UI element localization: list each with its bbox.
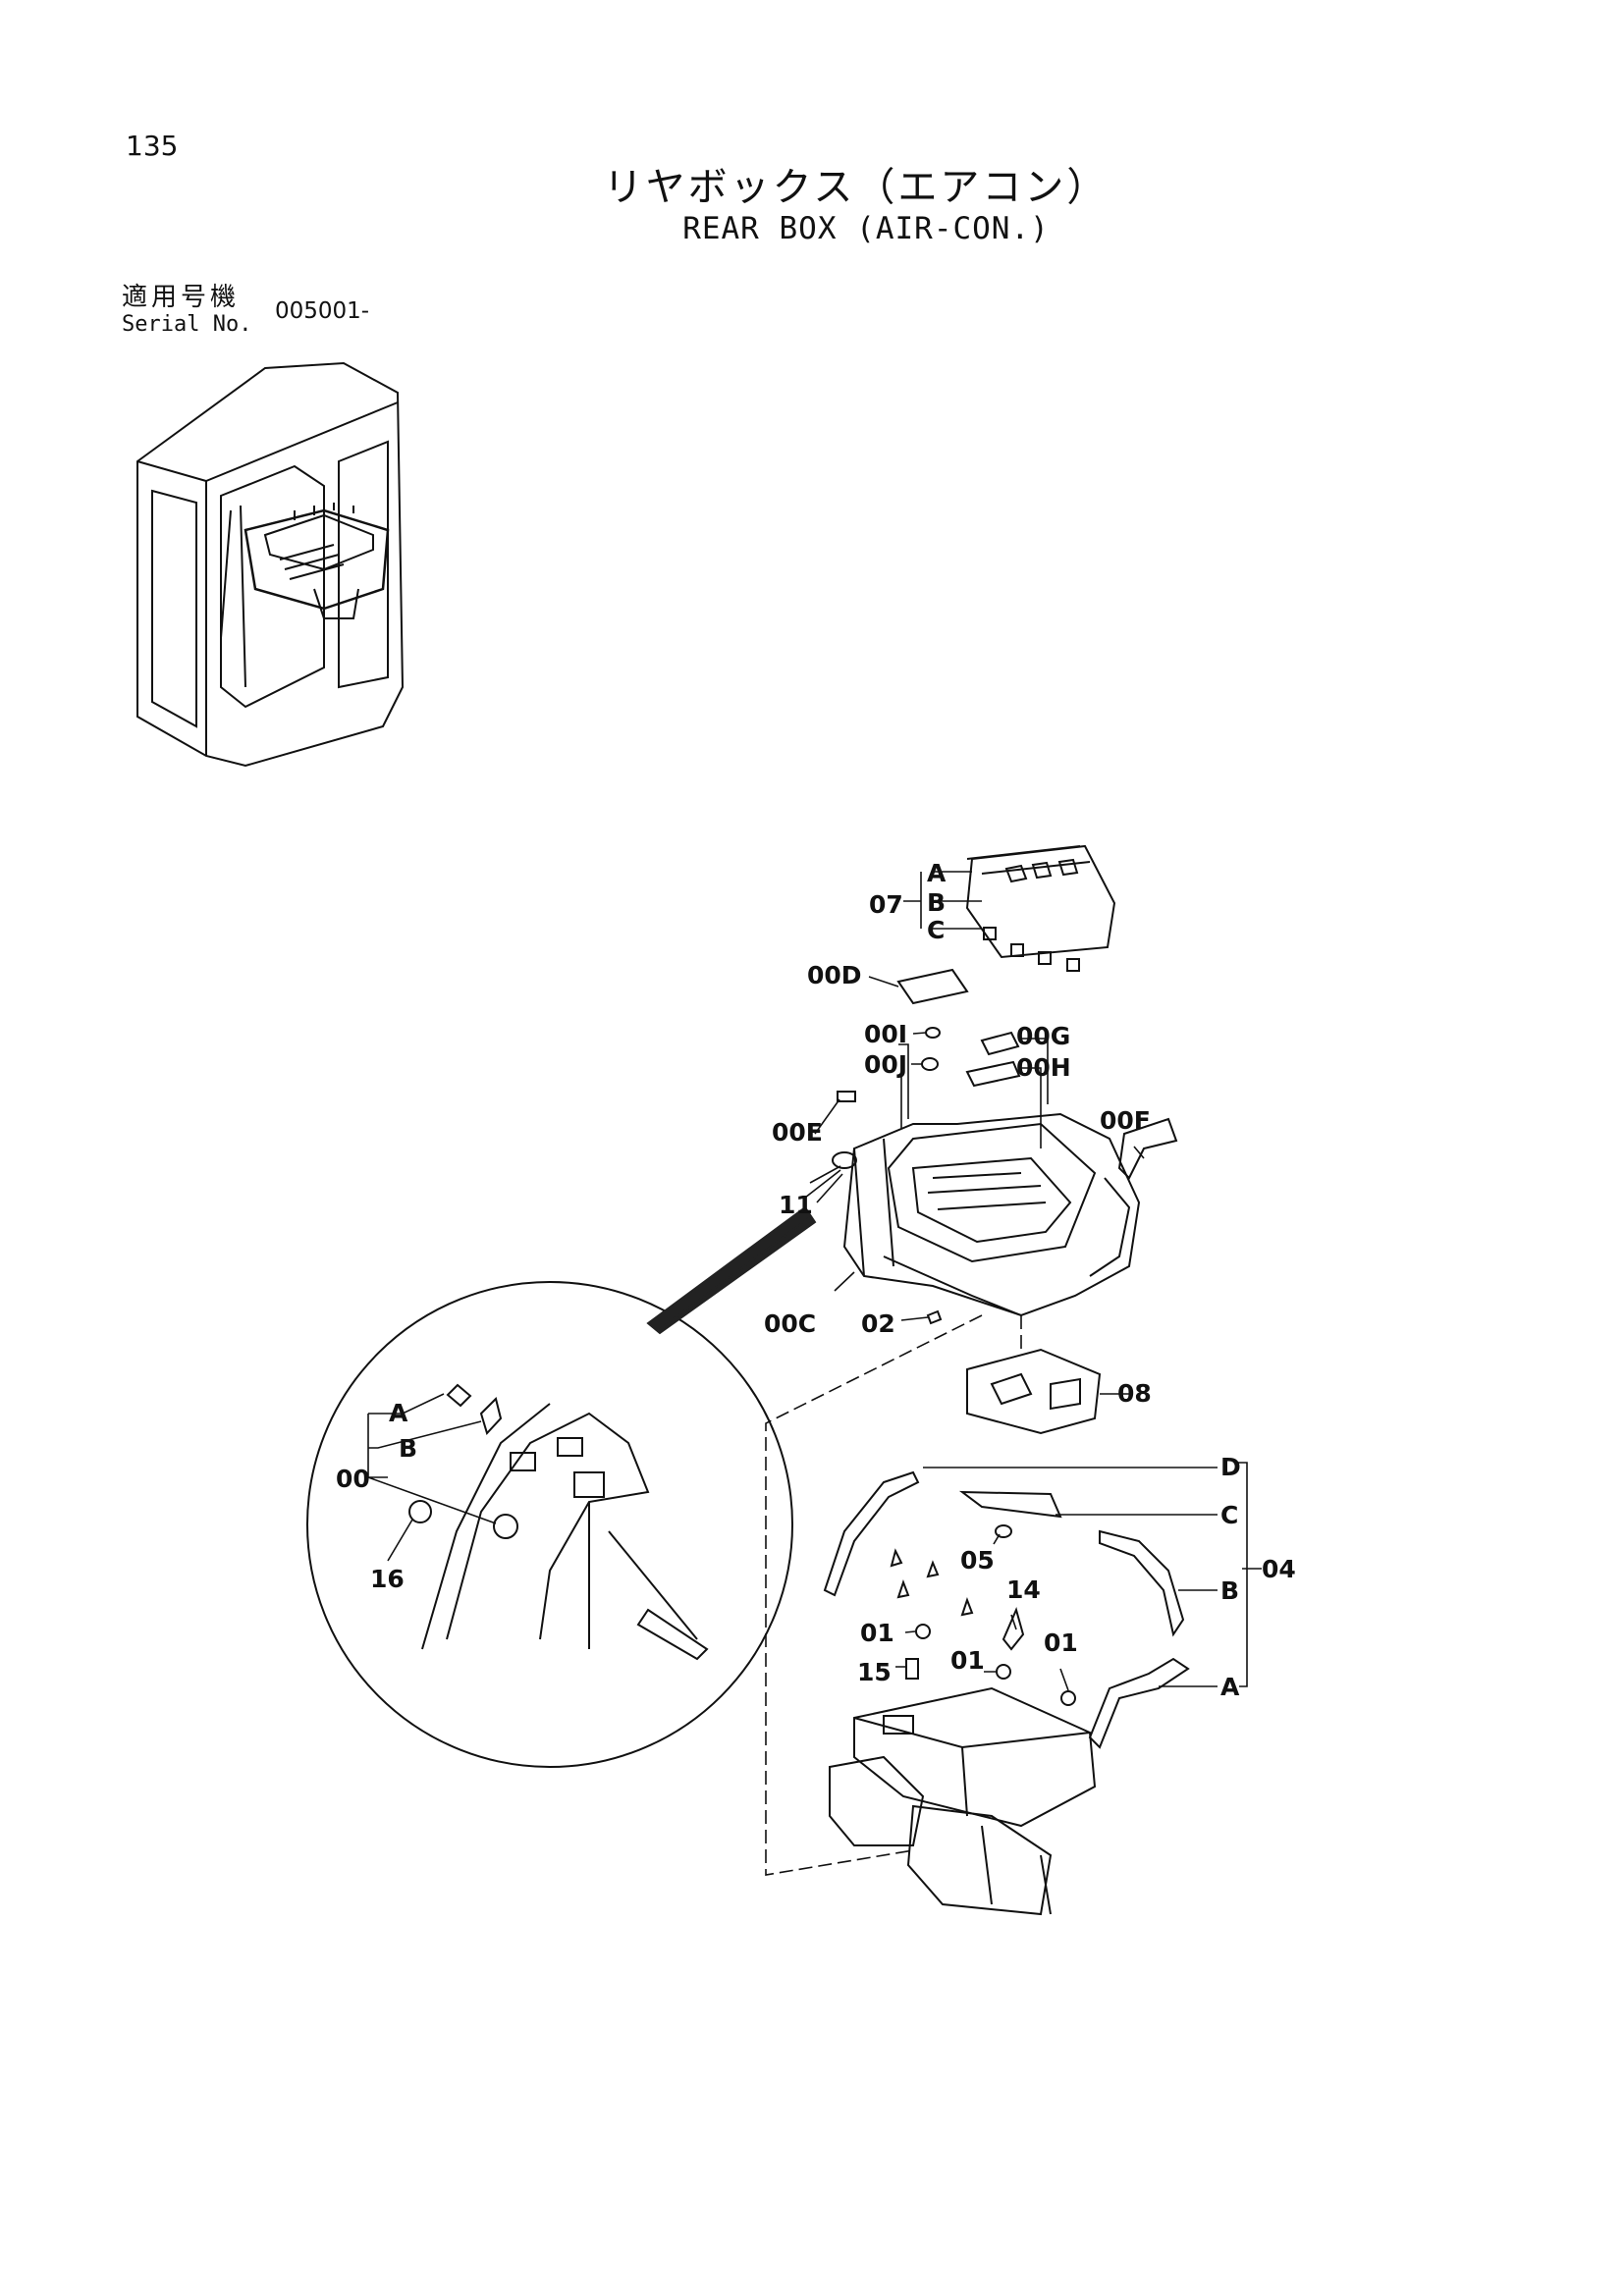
callout-00a: A	[389, 1399, 408, 1427]
callout-07c: C	[927, 916, 945, 944]
callout-11: 11	[779, 1191, 813, 1219]
grommet-part-05	[995, 1524, 1012, 1538]
label-part-00g	[980, 1031, 1020, 1056]
detail-zoom-circle	[306, 1281, 793, 1768]
callout-14: 14	[1006, 1575, 1041, 1604]
callout-00: 00	[336, 1465, 370, 1493]
callout-07b: B	[927, 888, 946, 917]
clamp-part-14	[1001, 1607, 1025, 1651]
callout-00h: 00H	[1016, 1053, 1071, 1082]
rear-box-body-part-00c	[842, 1112, 1141, 1317]
callout-00b: B	[399, 1434, 417, 1463]
cover-part-04a	[1088, 1657, 1190, 1749]
callout-02: 02	[861, 1309, 895, 1338]
callout-08: 08	[1117, 1379, 1152, 1408]
callout-04: 04	[1262, 1555, 1296, 1583]
cab-overview-illustration	[136, 361, 405, 768]
callout-00j: 00J	[864, 1050, 907, 1079]
label-part-00b	[479, 1397, 503, 1435]
callout-00i: 00I	[864, 1020, 907, 1048]
callout-04c: C	[1220, 1501, 1238, 1529]
cover-part-00f	[1117, 1117, 1178, 1180]
cover-part-04c	[958, 1490, 1062, 1519]
cover-part-04b	[1099, 1529, 1185, 1637]
callout-00f: 00F	[1100, 1106, 1151, 1135]
callout-01-middle: 01	[950, 1646, 985, 1675]
page-number: 135	[126, 130, 179, 162]
rear-box-frame	[829, 1686, 1097, 1916]
reference-dashed-lines	[765, 1314, 1022, 1876]
callout-07: 07	[869, 890, 903, 919]
callout-04b: B	[1220, 1576, 1239, 1605]
page-title-english: REAR BOX (AIR-CON.)	[682, 211, 1050, 246]
bracket-part-08	[966, 1348, 1102, 1435]
plug-part-16	[408, 1500, 432, 1523]
callout-16: 16	[370, 1565, 405, 1593]
switch-panel-part-07	[965, 844, 1116, 972]
cover-part-00d	[896, 968, 969, 1005]
callout-00c: 00C	[764, 1309, 816, 1338]
bolt-part-01-b	[996, 1664, 1011, 1680]
cap-part-00i	[925, 1027, 941, 1039]
callout-04d: D	[1220, 1453, 1241, 1481]
callout-labels: 07 A B C 00D 00I 00J 00G 00H 00E 00F 11 …	[336, 859, 1296, 1701]
callout-01-left: 01	[860, 1619, 894, 1647]
bolt-part-01-a	[915, 1624, 931, 1639]
callout-00d: 00D	[807, 961, 862, 989]
callout-01-right: 01	[1044, 1629, 1078, 1657]
washer-part-00j	[921, 1057, 939, 1071]
cover-part-04d	[823, 1470, 920, 1597]
label-part-00h	[965, 1060, 1021, 1088]
clip-part-00e	[837, 1091, 856, 1102]
leader-lines	[367, 871, 1262, 1691]
callout-15: 15	[857, 1658, 892, 1686]
page-title-japanese: リヤボックス（エアコン）	[603, 165, 1110, 210]
callout-07a: A	[927, 859, 947, 887]
detail-connector-band	[646, 1205, 817, 1335]
cap-part-00a	[446, 1383, 472, 1408]
serial-label-english: Serial No.	[122, 312, 252, 337]
callout-04a: A	[1220, 1673, 1240, 1701]
serial-number-value: 005001-	[275, 298, 370, 324]
callout-00e: 00E	[772, 1118, 823, 1147]
bolt-part-15	[905, 1658, 919, 1680]
screw-part-02	[926, 1309, 943, 1325]
callout-05: 05	[960, 1546, 995, 1575]
bolt-part-01-c	[1060, 1690, 1076, 1706]
callout-00g: 00G	[1016, 1022, 1070, 1050]
connector-part-11	[832, 1151, 857, 1169]
serial-label-japanese: 適用号機	[122, 283, 241, 312]
